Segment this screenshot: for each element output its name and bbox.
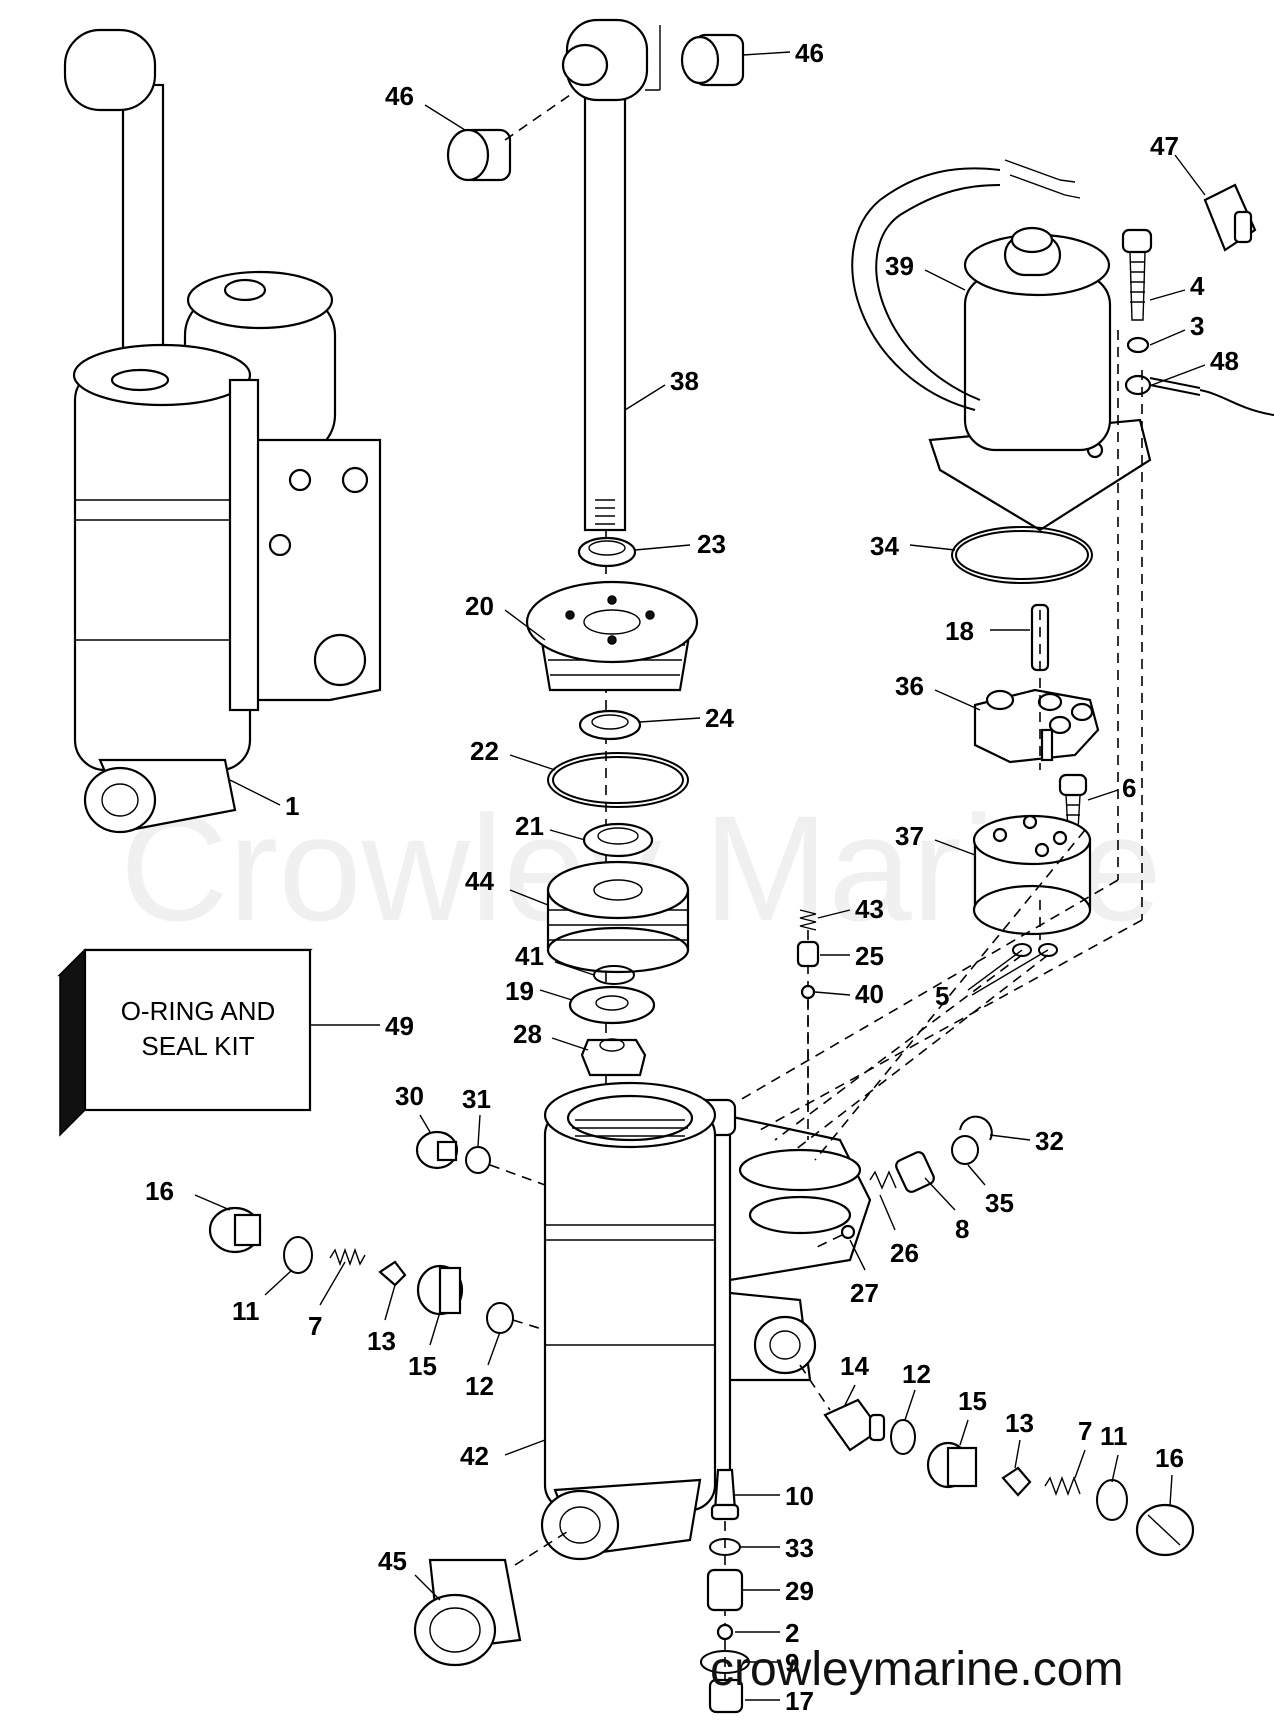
piston-rod — [561, 18, 661, 1120]
callout-47: 47 — [1150, 131, 1179, 161]
bushing-right — [680, 33, 745, 87]
motor-screw-group — [1121, 228, 1274, 416]
callout-7a: 7 — [308, 1311, 322, 1341]
callout-13b: 13 — [1005, 1408, 1034, 1438]
callout-49: 49 — [385, 1011, 414, 1041]
callout-3: 3 — [1190, 311, 1204, 341]
callout-10: 10 — [785, 1481, 814, 1511]
callout-24: 24 — [705, 703, 734, 733]
nut-28 — [580, 1038, 647, 1077]
callout-29: 29 — [785, 1576, 814, 1606]
website-url: crowleymarine.com — [710, 1643, 1123, 1696]
callout-41: 41 — [515, 941, 544, 971]
cylinder-cap — [525, 580, 699, 692]
bushing-left — [446, 94, 571, 182]
callout-12b: 12 — [902, 1359, 931, 1389]
pump-body-37 — [972, 814, 1092, 936]
callout-1: 1 — [285, 791, 299, 821]
main-housing — [540, 1081, 872, 1561]
piston — [546, 860, 690, 974]
left-valve-stack — [208, 1206, 546, 1334]
alignment-lines — [739, 330, 1143, 1161]
connector-47 — [1203, 183, 1257, 252]
callout-30: 30 — [395, 1081, 424, 1111]
callout-16a: 16 — [145, 1176, 174, 1206]
callout-44: 44 — [465, 866, 494, 896]
callout-33: 33 — [785, 1533, 814, 1563]
seal-kit-line2: SEAL KIT — [141, 1031, 254, 1061]
callout-21: 21 — [515, 811, 544, 841]
callout-15b: 15 — [958, 1386, 987, 1416]
pivot-pin-45 — [413, 1529, 571, 1667]
right-valve-stack — [799, 1364, 1195, 1557]
callout-38: 38 — [670, 366, 699, 396]
callout-42: 42 — [460, 1441, 489, 1471]
callout-11b: 11 — [1100, 1421, 1128, 1451]
callout-12a: 12 — [465, 1371, 494, 1401]
seal-23 — [577, 536, 637, 568]
callout-11a: 11 — [232, 1296, 260, 1326]
leader-lines — [194, 51, 1206, 1701]
callout-19: 19 — [505, 976, 534, 1006]
callout-46a: 46 — [385, 81, 414, 111]
callout-17: 17 — [785, 1686, 814, 1716]
callout-27: 27 — [850, 1278, 879, 1308]
washer-19 — [568, 985, 656, 1025]
callout-8: 8 — [955, 1214, 969, 1244]
callout-22: 22 — [470, 736, 499, 766]
right-valve-small — [814, 1115, 993, 1249]
callout-43: 43 — [855, 894, 884, 924]
callout-18: 18 — [945, 616, 974, 646]
bottom-valve-stack — [700, 1468, 750, 1714]
callout-25: 25 — [855, 941, 884, 971]
callout-46b: 46 — [795, 38, 824, 68]
callout-39: 39 — [885, 251, 914, 281]
callout-9: 9 — [785, 1648, 799, 1678]
callout-14: 14 — [840, 1351, 869, 1381]
callout-31: 31 — [462, 1084, 491, 1114]
callout-4: 4 — [1190, 271, 1205, 301]
seal-kit-box: O-RING AND SEAL KIT — [57, 948, 313, 1137]
callout-48: 48 — [1210, 346, 1239, 376]
callout-6: 6 — [1122, 773, 1136, 803]
o-ring-5a — [1012, 943, 1032, 957]
pump-motor — [851, 159, 1152, 532]
callout-15a: 15 — [408, 1351, 437, 1381]
callout-2: 2 — [785, 1618, 799, 1648]
seal-21 — [582, 822, 654, 858]
pump-cover-36 — [973, 688, 1100, 764]
callout-32: 32 — [1035, 1126, 1064, 1156]
callout-40: 40 — [855, 979, 884, 1009]
callout-23: 23 — [697, 529, 726, 559]
seal-kit-line1: O-RING AND — [121, 996, 276, 1026]
o-ring-22 — [547, 752, 689, 808]
callout-13a: 13 — [367, 1326, 396, 1356]
screw-6 — [1058, 773, 1088, 831]
callout-16b: 16 — [1155, 1443, 1184, 1473]
callout-35: 35 — [985, 1188, 1014, 1218]
callout-5: 5 — [935, 981, 949, 1011]
callout-45: 45 — [378, 1546, 407, 1576]
callout-numbers: 1 2 3 4 5 6 7 7 8 9 10 11 11 12 12 13 13… — [145, 38, 1239, 1716]
callout-36: 36 — [895, 671, 924, 701]
callout-37: 37 — [895, 821, 924, 851]
motor-o-ring-34 — [951, 526, 1093, 584]
callout-26: 26 — [890, 1238, 919, 1268]
plug-30 — [415, 1130, 546, 1186]
callout-20: 20 — [465, 591, 494, 621]
assembled-unit — [63, 28, 382, 834]
callout-34: 34 — [870, 531, 899, 561]
callout-7b: 7 — [1078, 1416, 1092, 1446]
callout-28: 28 — [513, 1019, 542, 1049]
